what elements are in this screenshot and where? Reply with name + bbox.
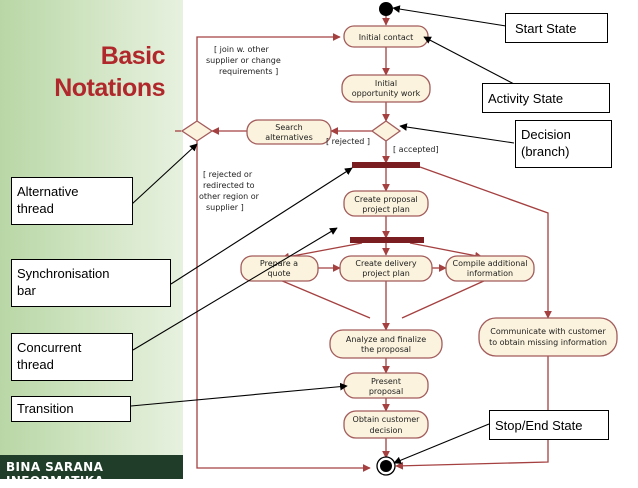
decision-diamond [370, 120, 402, 142]
flow-fork-communicate [419, 166, 552, 319]
fork-bar-2 [350, 237, 424, 243]
callout-activity-state: Activity State [482, 83, 610, 113]
guard-rejected: [ rejected ] [326, 137, 370, 146]
label-initial-contact: Initial contact [359, 33, 414, 42]
node-search-alternatives [246, 119, 332, 145]
callout-transition-text: Transition [17, 401, 74, 416]
flow-redirect-end [196, 141, 371, 472]
callout-stop-state: Stop/End State [489, 410, 609, 440]
label-present-2: proposal [369, 387, 403, 396]
callout-concurrent-thread: Concurrent thread [11, 333, 133, 381]
end-state [380, 460, 392, 472]
node-initial-contact [343, 25, 429, 48]
pointer-activity-state [423, 36, 515, 85]
callout-decision-line1: Decision [521, 127, 571, 142]
flow-loop-back [196, 33, 341, 121]
guard-accepted: [ accepted] [393, 145, 439, 154]
callout-sync-line1: Synchronisation [17, 266, 110, 281]
flow-sync-compile [409, 242, 483, 260]
guard-redirect-4: supplier ] [206, 203, 244, 212]
node-communicate [478, 317, 618, 357]
guard-join-3: requirements ] [219, 67, 278, 76]
slide-title: Basic Notations [0, 40, 165, 104]
fork-bar-1 [352, 162, 420, 168]
callout-alternative-line2: thread [17, 201, 54, 216]
flow-compile-join [401, 279, 487, 319]
label-obtain-1: Obtain customer [353, 415, 421, 424]
guard-redirect-3: other region or [199, 192, 260, 201]
slide-title-line2: Notations [54, 74, 165, 102]
callout-start-state-text: Start State [515, 21, 577, 36]
guard-redirect-1: [ rejected or [203, 170, 253, 179]
guard-join-1: [ join w. other [214, 45, 270, 54]
callout-alternative-thread: Alternative thread [11, 177, 133, 225]
node-create-delivery [339, 255, 433, 282]
label-create-proposal-1: Create proposal [354, 195, 417, 204]
node-analyze [329, 329, 443, 359]
label-create-proposal-2: project plan [362, 205, 410, 214]
callout-concurrent-line2: thread [17, 357, 54, 372]
pointer-alternative-thread [131, 143, 198, 205]
label-analyze-1: Analyze and finalize [346, 335, 426, 344]
callout-start-state: Start State [505, 13, 608, 43]
label-create-delivery-2: project plan [362, 269, 410, 278]
label-initial-opportunity-2: opportunity work [352, 89, 421, 98]
label-present-1: Present [371, 377, 401, 386]
label-analyze-2: the proposal [361, 345, 411, 354]
label-search-1: Search [275, 123, 302, 132]
pointer-concurrent-thread [132, 227, 338, 351]
node-compile-info [445, 255, 535, 282]
pointer-stop-state [393, 423, 490, 464]
flow-communicate-end [395, 356, 549, 470]
label-create-delivery-1: Create delivery [355, 259, 417, 268]
label-compile-2: information [467, 269, 513, 278]
label-obtain-2: decision [370, 426, 403, 435]
callout-alternative-line1: Alternative [17, 184, 79, 199]
callout-decision-line2: (branch) [521, 144, 570, 159]
flow-quote-join [279, 279, 371, 319]
label-search-2: alternatives [265, 133, 313, 142]
label-communicate-2: to obtain missing information [489, 338, 607, 347]
label-initial-opportunity-1: Initial [375, 79, 397, 88]
callout-transition: Transition [11, 396, 131, 422]
node-obtain [343, 410, 429, 439]
start-state [379, 2, 393, 16]
pointer-start-state [392, 5, 507, 27]
callout-sync-line2: bar [17, 283, 36, 298]
merge-diamond [180, 120, 214, 142]
guard-join-2: supplier or change [206, 56, 281, 65]
callout-sync-bar: Synchronisation bar [11, 259, 171, 307]
pointer-sync-bar [170, 167, 353, 285]
callout-decision: Decision (branch) [515, 120, 612, 168]
pointer-decision [399, 123, 515, 144]
slide-title-line1: Basic [100, 42, 166, 70]
label-compile-1: Compile additional [453, 259, 528, 268]
label-prepare-quote-2: quote [267, 269, 290, 278]
node-initial-opportunity [341, 74, 431, 103]
label-communicate-1: Communicate with customer [490, 327, 606, 336]
label-prepare-quote-1: Prepare a [260, 259, 298, 268]
node-create-proposal [343, 190, 429, 217]
guard-redirect-2: redirected to [203, 181, 255, 190]
node-prepare-quote [240, 255, 319, 282]
callout-activity-state-text: Activity State [488, 91, 564, 106]
pointer-transition [130, 382, 348, 407]
callout-concurrent-line1: Concurrent [17, 340, 82, 355]
callout-stop-state-text: Stop/End State [495, 418, 583, 433]
